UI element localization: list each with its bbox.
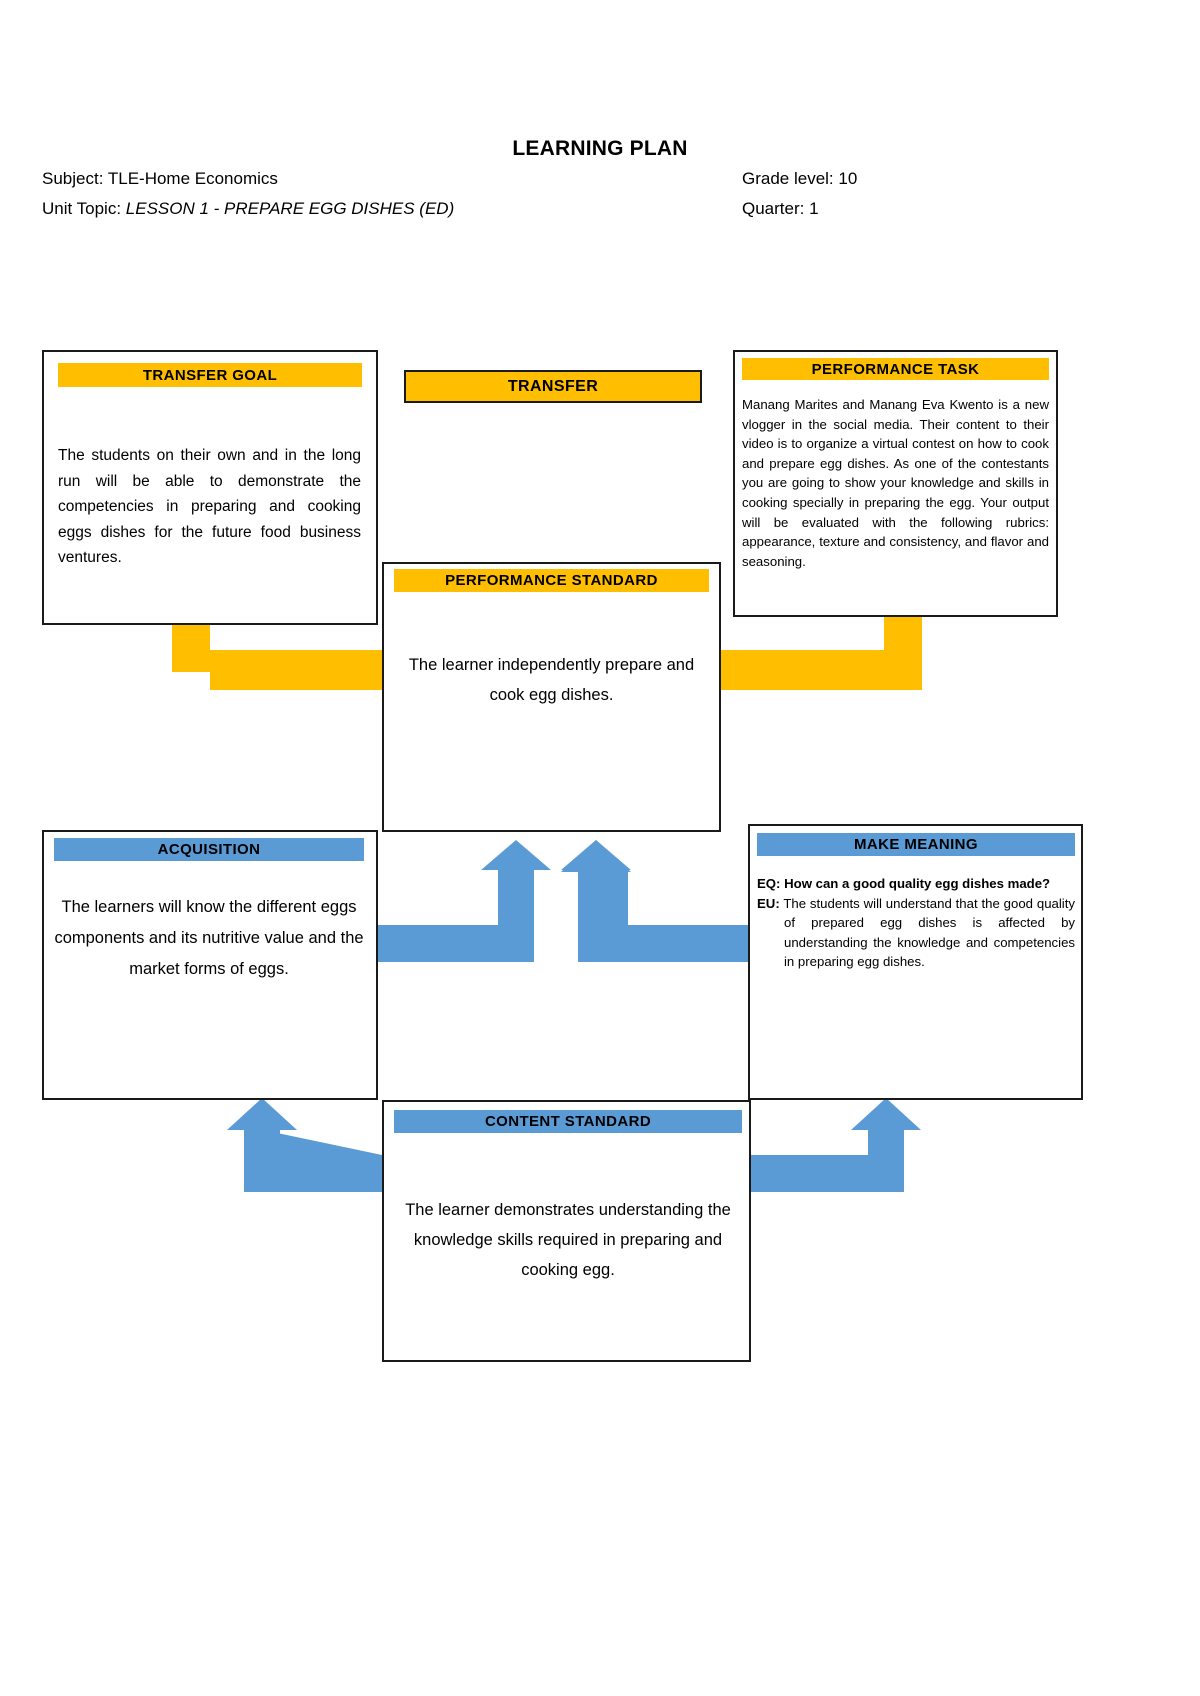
transfer-goal-box (42, 350, 378, 625)
arrow-make-meaning-elbow (614, 925, 748, 962)
performance-task-box (733, 350, 1058, 617)
transfer-goal-title: TRANSFER GOAL (58, 363, 362, 387)
quarter-label: Quarter: (742, 199, 805, 218)
essential-understanding-line: EU: The students will understand that th… (757, 894, 1075, 972)
eq-label: EQ: (757, 876, 781, 891)
eq-text: How can a good quality egg dishes made? (784, 876, 1051, 891)
eu-text: The students will understand that the go… (783, 895, 1075, 970)
make-meaning-text: EQ: How can a good quality egg dishes ma… (757, 874, 1075, 972)
content-standard-box (382, 1100, 751, 1362)
grade-level-value: 10 (838, 169, 858, 188)
performance-task-title: PERFORMANCE TASK (742, 358, 1049, 380)
make-meaning-title: MAKE MEANING (757, 833, 1075, 856)
quarter-row: Quarter: 1 (742, 194, 857, 224)
arrow-performance-task-to-performance-standard (721, 617, 922, 690)
performance-standard-box (382, 562, 721, 832)
grade-level-row: Grade level: 10 (742, 164, 857, 194)
unit-topic-value: LESSON 1 - PREPARE EGG DISHES (ED) (125, 199, 455, 218)
subject-label: Subject: (42, 169, 104, 188)
arrow-content-standard-makemeaning-elbow (751, 1155, 868, 1192)
arrow-transfer-goal-to-performance-standard (172, 625, 382, 690)
arrow-content-standard-acquisition-head (227, 1098, 297, 1192)
content-standard-title: CONTENT STANDARD (394, 1110, 742, 1133)
page-title: LEARNING PLAN (512, 137, 688, 160)
performance-standard-title: PERFORMANCE STANDARD (394, 569, 709, 592)
subject-row: Subject: TLE-Home Economics (42, 164, 454, 194)
acquisition-box (42, 830, 378, 1100)
unit-topic-label: Unit Topic: (42, 199, 122, 218)
make-meaning-box (748, 824, 1083, 1100)
content-standard-text: The learner demonstrates understanding t… (405, 1201, 731, 1279)
header-meta-right: Grade level: 10 Quarter: 1 (742, 164, 857, 224)
transfer-label-box: TRANSFER (404, 370, 702, 403)
header-meta-left: Subject: TLE-Home Economics Unit Topic: … (42, 164, 454, 224)
arrow-make-meaning-head (561, 840, 631, 962)
unit-topic-row: Unit Topic: LESSON 1 - PREPARE EGG DISHE… (42, 194, 454, 224)
arrow-acquisition-to-performance-standard (378, 840, 551, 962)
subject-value: TLE-Home Economics (107, 169, 278, 188)
eu-label: EU: (757, 895, 780, 911)
grade-level-label: Grade level: (742, 169, 834, 188)
essential-question-line: EQ: How can a good quality egg dishes ma… (757, 874, 1075, 894)
acquisition-text: The learners will know the different egg… (54, 898, 364, 978)
quarter-value: 1 (809, 199, 819, 218)
transfer-goal-text: The students on their own and in the lon… (58, 447, 361, 566)
arrow-content-standard-acquisition-elbow (280, 1155, 382, 1192)
arrow-make-meaning-to-performance-standard (561, 840, 748, 962)
arrow-content-standard-to-acquisition (263, 1130, 382, 1155)
acquisition-title: ACQUISITION (54, 838, 364, 861)
performance-task-text: Manang Marites and Manang Eva Kwento is … (742, 397, 1049, 569)
arrow-content-standard-to-make-meaning (851, 1098, 921, 1192)
performance-standard-text: The learner independently prepare and co… (408, 656, 695, 704)
